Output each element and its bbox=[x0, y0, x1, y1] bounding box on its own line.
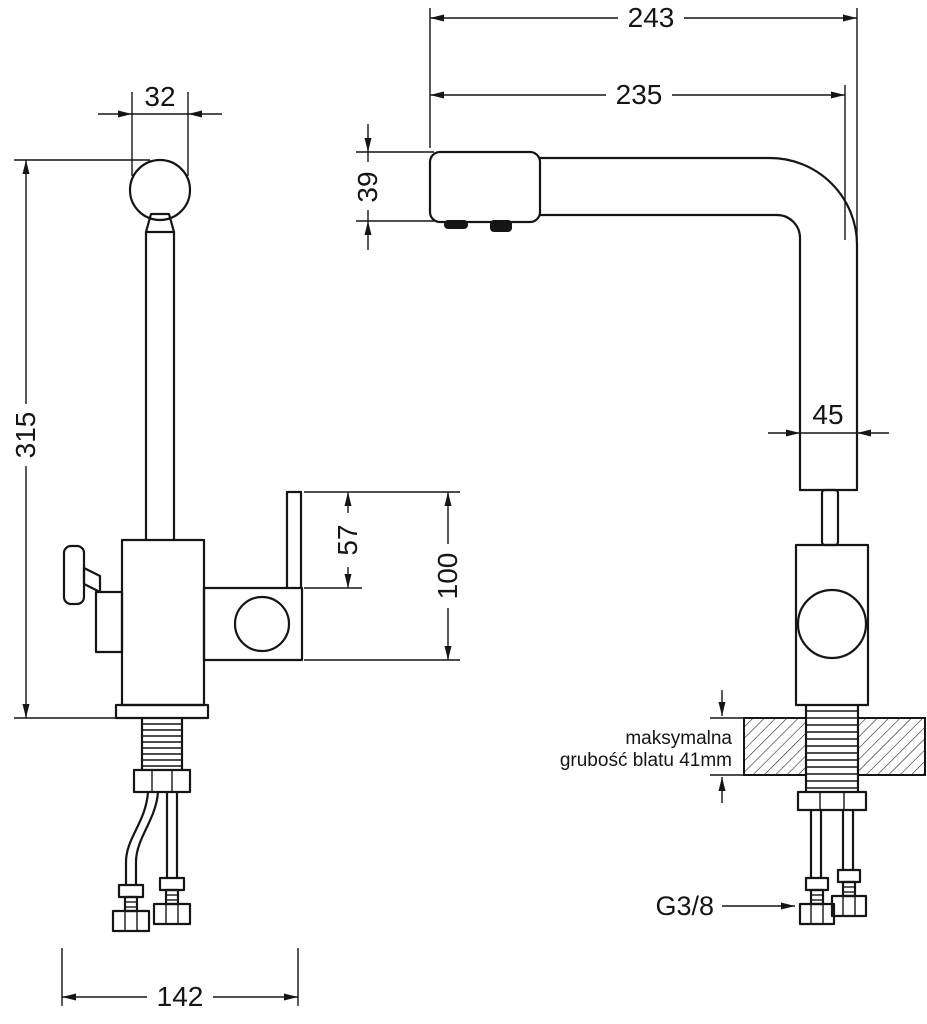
counter-note-line1: maksymalna bbox=[625, 728, 732, 749]
dim-39-label: 39 bbox=[352, 171, 383, 202]
side-spout-bend-inner bbox=[775, 213, 802, 492]
front-hose-connector-right bbox=[152, 876, 192, 926]
front-knob bbox=[128, 158, 192, 222]
dimension-spout-depth: 235 bbox=[430, 79, 846, 240]
front-left-arm bbox=[94, 590, 124, 654]
side-mounting-nut bbox=[796, 790, 868, 812]
side-hose-connector-right bbox=[830, 868, 868, 918]
side-spout-bend-outer bbox=[768, 156, 859, 492]
front-handle-disc bbox=[233, 595, 291, 653]
dim-235-label: 235 bbox=[616, 79, 663, 110]
front-shank-threads bbox=[143, 723, 181, 767]
dimension-head-width: 32 bbox=[98, 81, 222, 176]
dim-32-label: 32 bbox=[144, 81, 175, 112]
counter-note-line2: grubość blatu 41mm bbox=[560, 750, 732, 771]
dimension-outlet-spacing: 57 bbox=[304, 491, 460, 589]
dim-243-label: 243 bbox=[628, 2, 675, 33]
countertop-thickness-note: maksymalna grubość blatu 41mm bbox=[560, 690, 744, 803]
thread-callout: G3/8 bbox=[655, 891, 795, 921]
front-lever bbox=[62, 544, 86, 606]
dim-142-label: 142 bbox=[157, 981, 204, 1012]
side-hose-connector-left bbox=[798, 876, 836, 926]
front-hose-connector-left bbox=[111, 883, 151, 933]
faucet-side-view bbox=[428, 150, 926, 926]
front-lever-stem bbox=[82, 566, 102, 594]
front-hose-left bbox=[124, 790, 150, 887]
front-right-arm bbox=[202, 586, 304, 662]
dim-45-label: 45 bbox=[812, 399, 843, 430]
dimension-total-height: 315 bbox=[10, 159, 150, 719]
front-flange bbox=[114, 703, 210, 720]
side-body bbox=[794, 543, 870, 707]
dimension-overall-depth: 243 bbox=[429, 2, 858, 240]
side-spout-head bbox=[428, 150, 542, 224]
side-joint-disc bbox=[796, 588, 868, 660]
countertop-section bbox=[743, 717, 926, 776]
thread-label: G3/8 bbox=[655, 891, 714, 921]
side-lever bbox=[820, 488, 840, 547]
dimension-column-width: 45 bbox=[768, 399, 889, 437]
dimension-outlet-height: 100 bbox=[304, 492, 463, 661]
front-body bbox=[120, 538, 206, 707]
front-neck bbox=[144, 212, 176, 234]
dimension-hose-spread: 142 bbox=[61, 948, 299, 1012]
dimension-head-height: 39 bbox=[352, 124, 434, 250]
side-aerator-nub bbox=[444, 220, 468, 229]
dim-57-label: 57 bbox=[332, 524, 363, 555]
faucet-front-view bbox=[62, 158, 304, 933]
dim-100-label: 100 bbox=[432, 553, 463, 600]
front-mounting-nut bbox=[132, 768, 192, 794]
side-aerator-nub2 bbox=[490, 220, 512, 232]
dim-315-label: 315 bbox=[10, 412, 41, 459]
side-shank-threads bbox=[807, 710, 857, 789]
